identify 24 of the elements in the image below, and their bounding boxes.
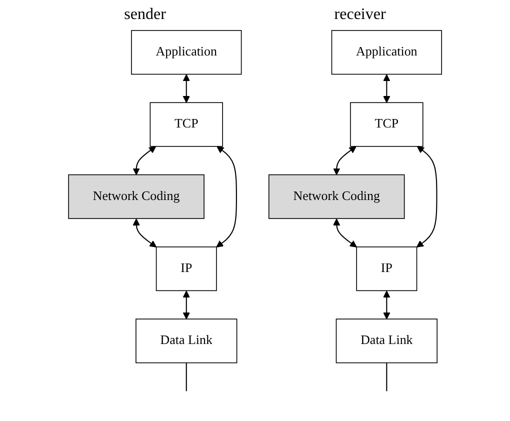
- arrow: [182, 290, 190, 320]
- arrow: [383, 290, 390, 320]
- connector: [186, 362, 187, 392]
- node-box: TCP: [350, 102, 424, 147]
- connector: [386, 362, 388, 392]
- arrow: [132, 146, 156, 176]
- node-box: IP: [356, 246, 418, 292]
- node-box: Network Coding: [68, 174, 204, 219]
- arrow: [132, 218, 157, 248]
- arrow: [416, 146, 438, 248]
- node-box: Application: [331, 30, 442, 75]
- stack-heading: sender: [124, 6, 166, 24]
- node-box: TCP: [150, 102, 223, 147]
- node-box: Network Coding: [268, 174, 405, 219]
- arrow: [332, 146, 356, 176]
- node-box: IP: [156, 246, 217, 292]
- arrow: [332, 218, 357, 248]
- node-box: Data Link: [336, 318, 438, 364]
- arrow: [182, 74, 190, 103]
- arrow: [216, 146, 237, 248]
- arrow: [383, 74, 390, 103]
- node-box: Data Link: [135, 318, 238, 364]
- stack-heading: receiver: [334, 6, 386, 24]
- node-box: Application: [130, 30, 242, 75]
